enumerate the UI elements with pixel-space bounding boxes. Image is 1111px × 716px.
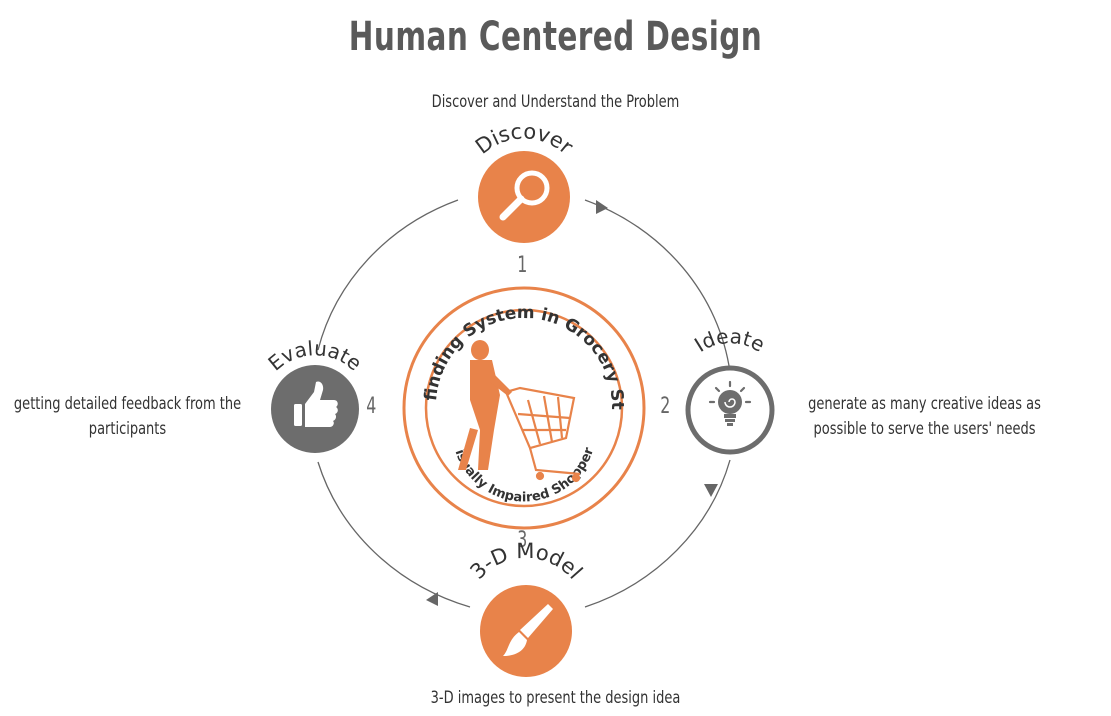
arrow-head-3 [426, 592, 438, 606]
ideate-description: generate as many creative ideas as possi… [808, 394, 1041, 439]
ideate-node: Ideate [685, 324, 775, 455]
discover-description: Discover and Understand the Problem [431, 92, 680, 112]
model-description: 3-D images to present the design idea [430, 688, 681, 708]
arrow-head-2 [704, 484, 718, 497]
magnifier-icon [499, 170, 550, 221]
page-title: Human Centered Design [348, 14, 763, 60]
step-number-4: 4 [366, 394, 377, 419]
evaluate-node: Evaluate [263, 336, 367, 453]
arrow-head-1 [596, 200, 608, 214]
model-label: 3-D Model [466, 539, 588, 584]
paintbrush-icon [503, 604, 553, 656]
step-number-1: 1 [517, 253, 528, 278]
evaluate-description: getting detailed feedback from the parti… [13, 394, 242, 439]
shopper-silhouette [458, 340, 512, 470]
cycle-arcs [317, 199, 731, 608]
shopping-cart-icon [504, 386, 581, 483]
lightbulb-icon [708, 380, 752, 426]
discover-node: Discover [471, 119, 578, 243]
step-number-3: 3 [517, 528, 528, 553]
ideate-label: Ideate [690, 324, 769, 357]
thumbs-up-icon [294, 381, 338, 427]
model-node: 3-D Model [466, 539, 588, 677]
step-number-2: 2 [660, 394, 671, 419]
